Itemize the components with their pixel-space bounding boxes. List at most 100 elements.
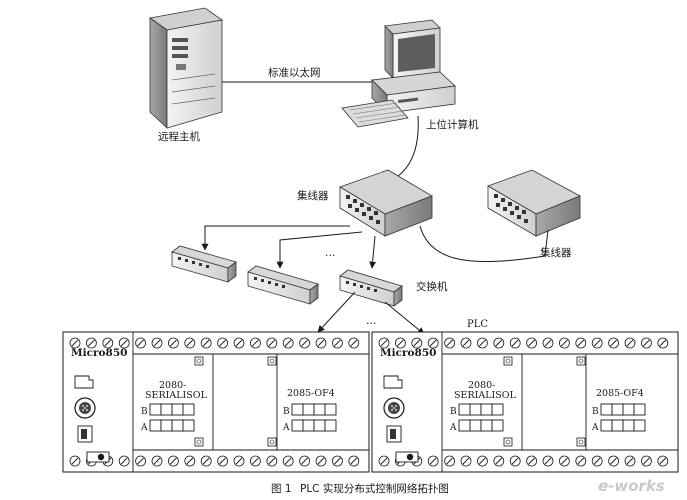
terminal-screw-icon xyxy=(493,455,505,467)
terminal-screw-icon xyxy=(348,455,360,467)
terminal-screw-icon xyxy=(460,337,472,349)
switch-slot-icon xyxy=(77,425,93,443)
figure-number: 图 1 xyxy=(271,483,292,495)
terminal-screw-icon xyxy=(249,337,261,349)
module-left-row-a: A xyxy=(449,423,457,433)
terminal-screw-icon xyxy=(394,337,406,349)
hub-to-subhub-2-link xyxy=(276,231,363,269)
terminal-screw-icon xyxy=(641,455,652,467)
hub-to-switch-link xyxy=(369,235,377,269)
terminal-screw-icon xyxy=(526,455,537,467)
terminal-screw-icon xyxy=(118,337,130,349)
module-right-line1: 2085-OF4 xyxy=(287,388,335,399)
terminal-screw-icon xyxy=(299,337,311,349)
terminal-screw-icon xyxy=(200,337,212,349)
module-right-row-b: B xyxy=(592,407,599,417)
switch-label: 交换机 xyxy=(416,280,448,293)
terminal-screw-icon xyxy=(331,337,343,349)
terminal-screw-icon xyxy=(266,337,278,349)
terminal-screw-icon xyxy=(411,337,423,349)
terminal-screw-icon xyxy=(608,455,619,467)
terminal-screw-icon xyxy=(542,455,554,467)
terminal-screw-icon xyxy=(378,337,390,349)
terminal-screw-icon xyxy=(167,337,179,349)
module-left-row-a: A xyxy=(140,423,148,433)
sub-hub-1-icon xyxy=(171,245,237,283)
terminal-screw-icon xyxy=(217,337,229,349)
terminal-screw-icon xyxy=(575,337,587,349)
hubs-ellipsis: … xyxy=(325,247,336,259)
terminal-screw-icon xyxy=(559,455,570,467)
right-hub-label: 集线器 xyxy=(540,246,572,259)
module-left-row-b: B xyxy=(450,407,457,417)
module-left-line2: SERIALISOL xyxy=(454,390,517,401)
terminal-screw-icon xyxy=(427,337,439,349)
terminal-screw-icon xyxy=(378,455,390,467)
module-right-line1: 2085-OF4 xyxy=(596,388,644,399)
watermark-logo: e-works xyxy=(598,477,665,495)
terminal-screw-icon xyxy=(217,455,229,467)
terminal-screw-icon xyxy=(348,337,360,349)
right-hub-icon xyxy=(487,169,581,237)
terminal-screw-icon xyxy=(591,455,603,467)
computer-to-hub-link xyxy=(391,115,419,181)
connector-port-icon xyxy=(74,375,94,389)
switch-to-plc-2-link xyxy=(384,301,425,335)
terminal-screw-icon xyxy=(509,455,521,467)
switch-icon xyxy=(339,269,403,307)
terminal-screw-icon xyxy=(282,337,294,349)
terminal-screw-icon xyxy=(102,337,114,349)
terminal-screw-icon xyxy=(476,337,488,349)
connector-port-icon xyxy=(383,375,403,389)
terminal-screw-icon xyxy=(266,455,278,467)
terminal-screw-icon xyxy=(315,455,327,467)
terminal-screw-icon xyxy=(184,337,196,349)
terminal-screw-icon xyxy=(200,455,212,467)
terminal-screw-icon xyxy=(233,337,245,349)
terminal-screw-icon xyxy=(444,337,456,349)
module-right-row-b: B xyxy=(283,407,290,417)
module-left-line2: SERIALISOL xyxy=(145,390,208,401)
terminal-screw-icon xyxy=(167,455,179,467)
terminal-screw-icon xyxy=(331,455,343,467)
terminal-screw-icon xyxy=(624,337,636,349)
terminal-screw-icon xyxy=(641,337,652,349)
terminal-screw-icon xyxy=(444,455,456,467)
terminal-screw-icon xyxy=(460,455,472,467)
terminal-screw-icon xyxy=(526,337,537,349)
terminal-screw-icon xyxy=(184,455,196,467)
upper-computer-label: 上位计算机 xyxy=(426,118,479,131)
hub-to-hub-link xyxy=(419,225,549,263)
terminal-screw-icon xyxy=(657,455,669,467)
module-left-row-b: B xyxy=(141,407,148,417)
plc-brand-label: Micro850 xyxy=(71,347,127,359)
switch-to-plc-1-link xyxy=(317,291,356,333)
switch-slot-icon xyxy=(386,425,402,443)
module-left-line1: 2080- xyxy=(159,380,186,391)
terminal-screw-icon xyxy=(476,455,488,467)
terminal-screw-icon xyxy=(233,455,245,467)
remote-host-label: 远程主机 xyxy=(158,130,200,143)
terminal-screw-icon xyxy=(608,337,619,349)
main-hub-label: 集线器 xyxy=(297,189,329,202)
bottom-button-icon xyxy=(86,451,110,463)
terminal-screw-icon xyxy=(151,337,163,349)
terminal-screw-icon xyxy=(69,455,81,467)
ethernet-label: 标准以太网 xyxy=(268,66,321,79)
computer-icon xyxy=(341,19,456,128)
plc-ellipsis: … xyxy=(366,315,377,327)
server-icon xyxy=(148,7,224,129)
hub-to-subhub-1-link xyxy=(201,225,350,251)
terminal-screw-icon xyxy=(493,337,505,349)
module-right-row-a: A xyxy=(591,423,599,433)
plc-label: PLC xyxy=(467,319,488,330)
bottom-button-icon xyxy=(395,451,419,463)
terminal-screw-icon xyxy=(86,337,97,349)
module-left-line1: 2080- xyxy=(468,380,495,391)
sub-hub-2-icon xyxy=(247,265,319,305)
terminal-screw-icon xyxy=(315,337,327,349)
round-port-icon xyxy=(383,397,405,419)
